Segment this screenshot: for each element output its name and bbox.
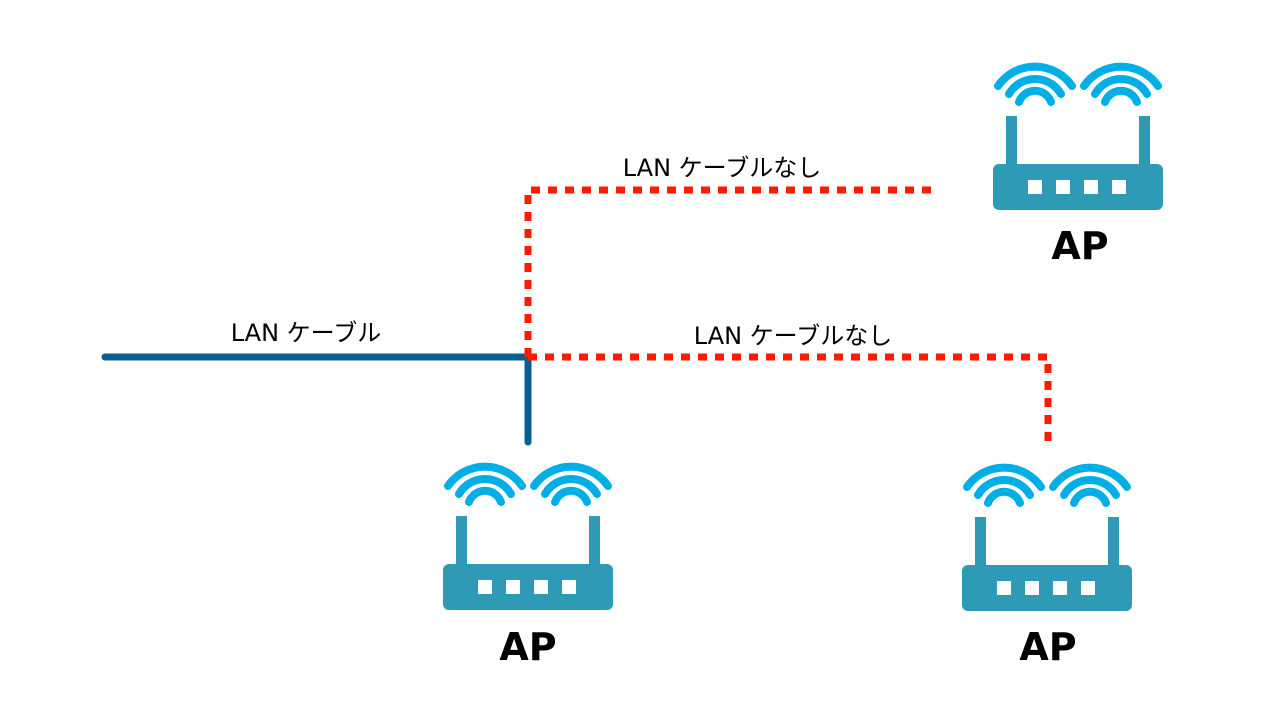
ap-label: AP [1051,224,1108,268]
no-cable-link-bottom [528,353,1052,444]
ap-label: AP [499,625,556,669]
wired-lan-cable [101,353,532,446]
wireless-router-icon [962,468,1132,611]
wired-cable-label: LAN ケーブル [231,319,381,347]
no-cable-label-bottom: LAN ケーブルなし [694,322,892,350]
wireless-router-icon [993,67,1163,210]
access-point-top-right: AP [993,67,1163,268]
access-point-bottom-right: AP [962,468,1132,669]
wireless-router-icon [443,467,613,610]
ap-label: AP [1019,625,1076,669]
no-cable-label-top: LAN ケーブルなし [623,154,821,182]
no-cable-link-top [524,186,935,357]
access-point-wired: AP [443,467,613,669]
